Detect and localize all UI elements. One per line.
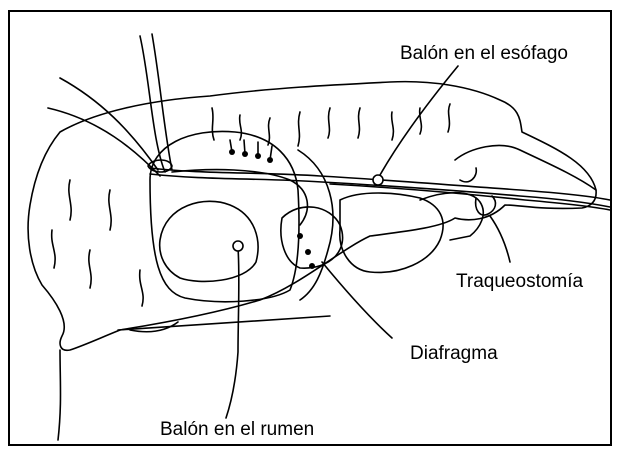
label-rumen-balloon: Balón en el rumen [160,420,314,439]
tracheostomy-leader [490,216,510,262]
electrode-dots [229,149,315,269]
reticulum-outline [160,201,258,281]
rumen-outline [150,131,299,301]
rumen-catheter-loop [172,170,307,225]
rumen-balloon-icon [233,241,243,251]
catheter-4 [48,108,160,176]
sheep-body-outline [28,82,596,351]
electrode-wires [230,140,272,160]
esophagus-balloon-icon [373,175,383,185]
label-tracheostomy: Traqueostomía [456,272,583,291]
sheep-belly-line [118,316,330,330]
label-esophagus-balloon: Balón en el esófago [400,44,568,63]
tracheostomy-ring [476,196,496,215]
trachea-tube-2 [330,184,610,210]
sheep-head [455,145,596,190]
lung-outline [420,193,483,240]
label-diaphragm: Diafragma [410,344,498,363]
rumen-catheter [226,248,239,418]
sheep-hind-leg [58,350,61,440]
diaphragm-leader [322,262,392,338]
